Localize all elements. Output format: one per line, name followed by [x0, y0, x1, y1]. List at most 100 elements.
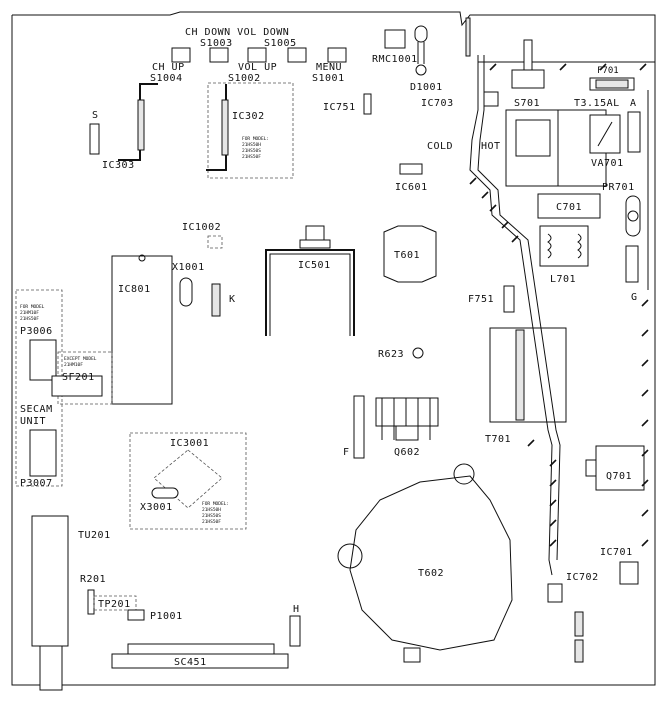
- t701: [489, 327, 567, 423]
- switch-s1003: [209, 47, 229, 63]
- ic3001-chip: [153, 449, 223, 509]
- r201: [87, 589, 95, 615]
- ic703-label: IC703: [421, 98, 454, 109]
- tu201-label: TU201: [78, 530, 111, 541]
- a-connector: [627, 111, 641, 153]
- r623: [412, 347, 424, 359]
- ic501-heatsink: [265, 225, 355, 336]
- s701-switch: [511, 39, 545, 89]
- sc451: [111, 653, 289, 669]
- a-label: A: [630, 98, 637, 109]
- ic702-label: IC702: [566, 572, 599, 583]
- d1001-label: D1001: [410, 82, 443, 93]
- except-note: 21HM10F: [64, 362, 83, 368]
- ic601: [399, 163, 423, 175]
- x3001: [151, 487, 179, 499]
- p3006-note: 21HM10F: [20, 310, 39, 316]
- t601-label: T601: [394, 250, 420, 261]
- secam-label-1: SECAM: [20, 404, 53, 415]
- p3006-note: FOR MODEL: [20, 304, 45, 310]
- s-label: S: [92, 110, 99, 121]
- s1005-label: S1005: [264, 38, 297, 49]
- t602-knob: [337, 543, 363, 569]
- ic302-note: FOR MODEL:: [242, 136, 269, 142]
- ch-up-label: CH UP: [152, 62, 185, 73]
- ic302-note: 21HS50H: [242, 142, 261, 148]
- q602-label: Q602: [394, 447, 420, 458]
- switch-s1005: [287, 47, 307, 63]
- hatch-marks: [469, 63, 649, 547]
- q701-tab: [585, 459, 597, 477]
- s1003-label: S1003: [200, 38, 233, 49]
- switch-s1001: [327, 47, 347, 63]
- ic302-label: IC302: [232, 111, 265, 122]
- p3006: [29, 339, 57, 381]
- ic703: [483, 91, 499, 107]
- ic702-aux: [574, 611, 584, 637]
- s701-contacts: [515, 119, 551, 157]
- ic3001-note: 21HS50H: [202, 507, 221, 513]
- ic3001-note: 21HS50F: [202, 519, 221, 525]
- rmc1001-sensor: [384, 29, 406, 49]
- pr701: [625, 195, 641, 237]
- p3007: [29, 429, 57, 477]
- va701-line: [597, 121, 613, 147]
- p1001-label: P1001: [150, 611, 183, 622]
- sf201: [51, 375, 103, 397]
- p3006-label: P3006: [20, 326, 53, 337]
- hot-label: HOT: [481, 141, 501, 152]
- pr701-dot: [627, 210, 639, 222]
- t602-cap: [453, 463, 475, 485]
- h-label: H: [293, 604, 300, 615]
- l701: [539, 225, 589, 267]
- f751-label: F751: [468, 294, 494, 305]
- ic302-outline: [207, 82, 294, 179]
- secam-label-2: UNIT: [20, 416, 46, 427]
- f701-fuse-body: [595, 79, 629, 89]
- g-label: G: [631, 292, 638, 303]
- ic801-notch: [138, 254, 146, 262]
- sc451-pins: [127, 643, 275, 655]
- ic1002: [207, 235, 223, 249]
- f751: [503, 285, 515, 313]
- sc451-label: SC451: [174, 657, 207, 668]
- ic302-note: 21HS50F: [242, 154, 261, 160]
- ic3001-note: FOR MODEL:: [202, 501, 229, 507]
- ic303-label: IC303: [102, 160, 135, 171]
- ic751: [363, 93, 372, 115]
- isolation-boundary-inner: [477, 55, 561, 561]
- l701-coil: [577, 233, 582, 259]
- ic702: [547, 583, 563, 603]
- pr701-label: PR701: [602, 182, 635, 193]
- ic302-body: [221, 99, 229, 156]
- ic751-label: IC751: [323, 102, 356, 113]
- rmc1001-label: RMC1001: [372, 54, 418, 65]
- ic1002-label: IC1002: [182, 222, 221, 233]
- f-component: [353, 395, 365, 459]
- ic702-aux-2: [574, 639, 584, 663]
- s1002-label: S1002: [228, 73, 261, 84]
- l701-coil: [547, 233, 552, 259]
- vol-up-label: VOL UP: [238, 62, 277, 73]
- ch-down-vol-down-label: CH DOWN VOL DOWN: [185, 27, 289, 38]
- ic3001-label: IC3001: [170, 438, 209, 449]
- edge-bar: [465, 17, 471, 57]
- except-note: EXCEPT MODEL: [64, 356, 97, 362]
- tu201: [31, 515, 69, 647]
- q701: [595, 445, 645, 491]
- isolation-boundary: [469, 55, 553, 576]
- switch-s1002: [247, 47, 267, 63]
- ic801: [111, 255, 173, 405]
- t602-label: T602: [418, 568, 444, 579]
- t602: [349, 475, 513, 651]
- x1001: [179, 277, 193, 307]
- secam-outline: [15, 289, 63, 487]
- p1001: [127, 609, 145, 621]
- d1001-led: [414, 25, 428, 76]
- ic701-label: IC701: [600, 547, 633, 558]
- ic801-label: IC801: [118, 284, 151, 295]
- ic601-label: IC601: [395, 182, 428, 193]
- s1004-label: S1004: [150, 73, 183, 84]
